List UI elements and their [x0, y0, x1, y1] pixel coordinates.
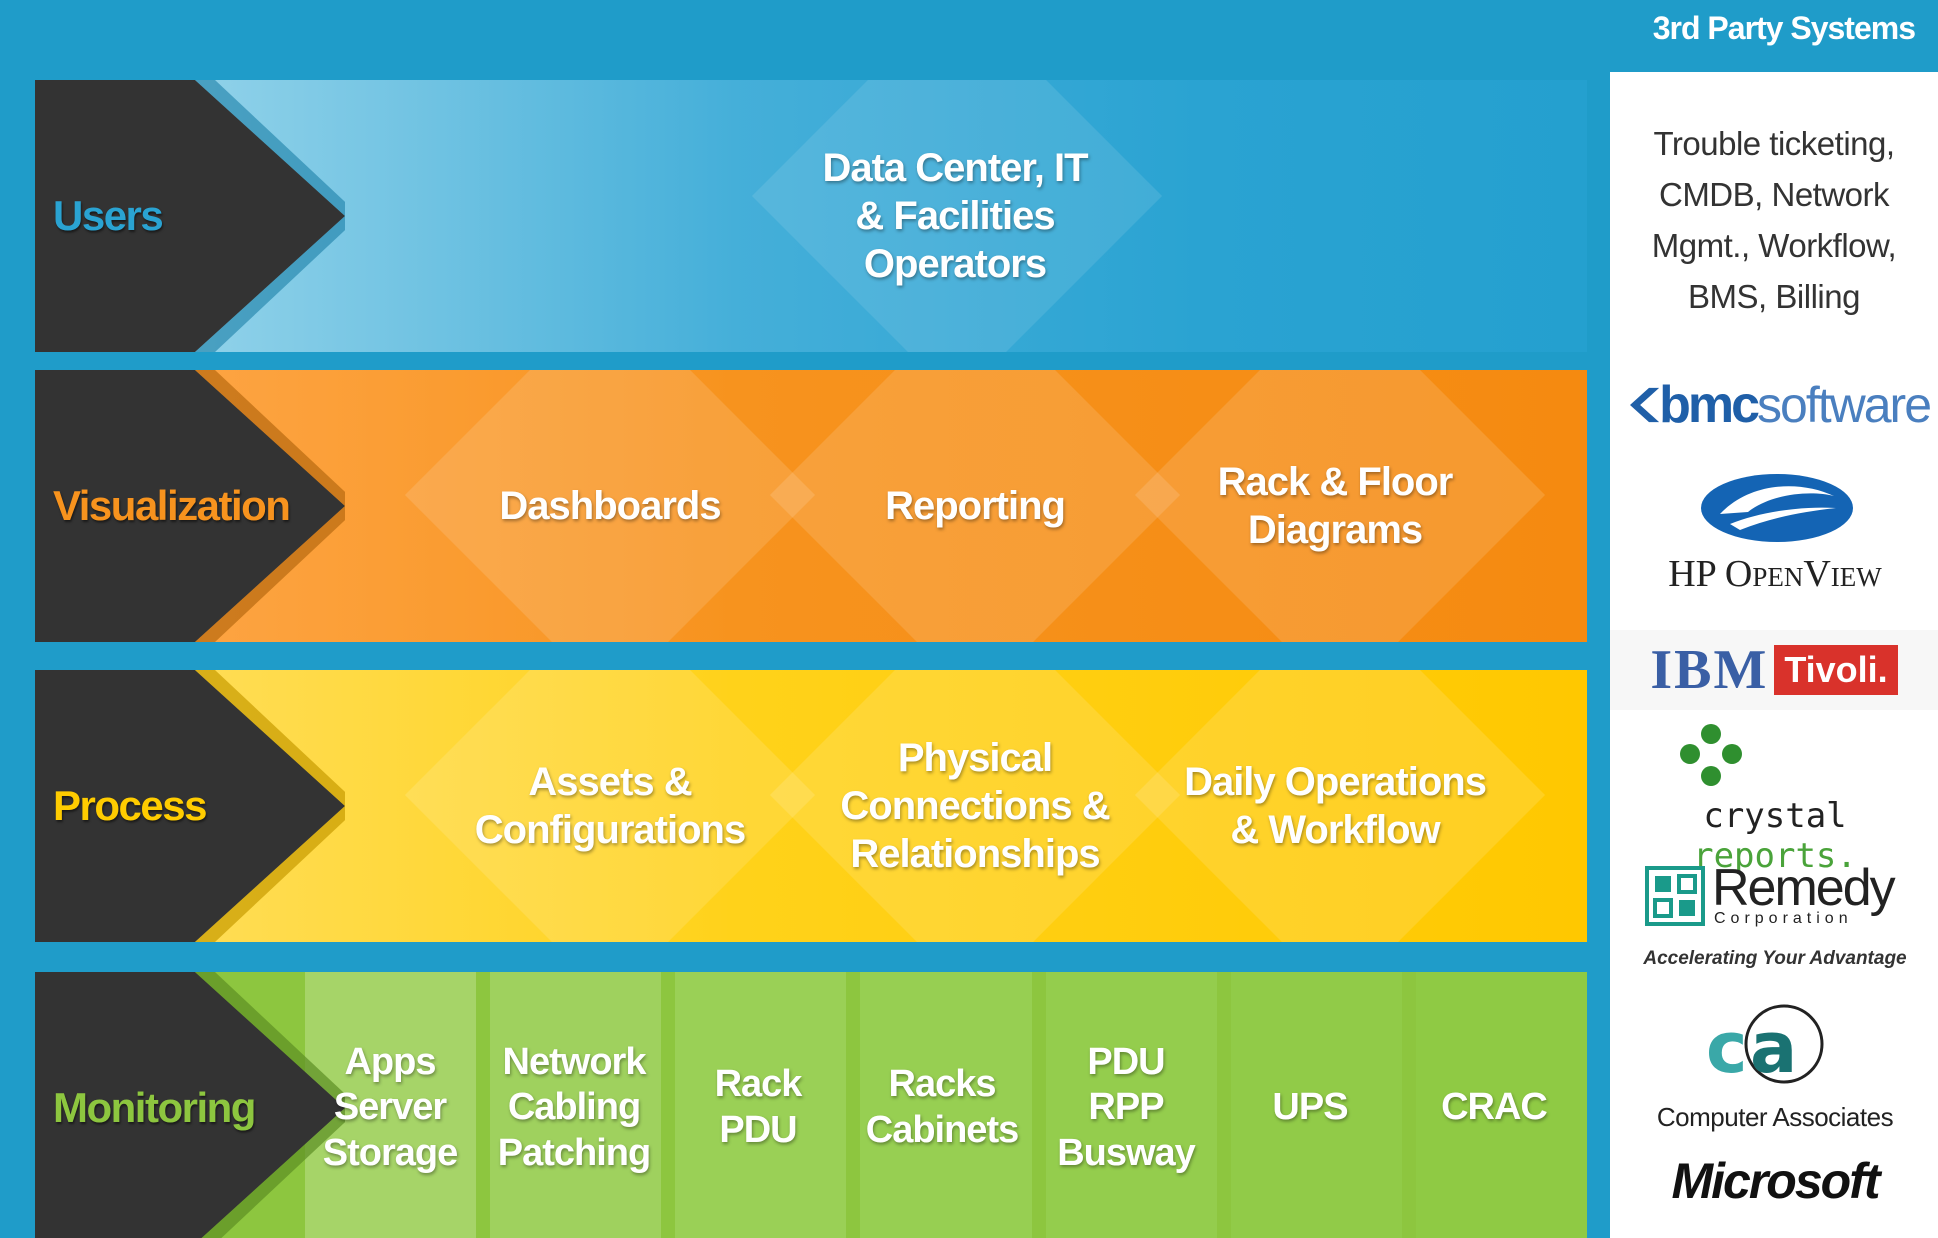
node-operators: Data Center, IT & Facilities Operators [822, 146, 1088, 286]
svg-text:c: c [1706, 1007, 1748, 1089]
hp-openview-logo-text: HP OpenView [1668, 553, 1882, 595]
reports-logo-text: reports. [1693, 836, 1857, 876]
third-party-description: Trouble ticketing, CMDB, Network Mgmt., … [1651, 125, 1897, 315]
cell-rack-pdu: Rack PDU [714, 1063, 803, 1151]
node-reporting: Reporting [885, 484, 1066, 528]
visualization-tab [35, 370, 345, 642]
remedy-mark-icon [1645, 866, 1705, 926]
ibm-logo-text: IBM [1650, 639, 1769, 701]
layer-label-monitoring: Monitoring [53, 1084, 256, 1131]
bmc-logo-prefix: bmc [1659, 376, 1760, 434]
monitoring-layer: Monitoring Apps Server Storage Network C… [35, 972, 1587, 1238]
monitoring-stripes [305, 972, 1587, 1238]
cell-racks-cabinets: Racks Cabinets [865, 1063, 1019, 1151]
remedy-logo-name: Remedy [1712, 859, 1896, 917]
layer-label-users: Users [53, 192, 164, 239]
cell-apps-server-storage: Apps Server Storage [322, 1040, 458, 1174]
users-layer: Users Data Center, IT & Facilities Opera… [35, 80, 1587, 352]
crystal-reports-icon [1680, 724, 1742, 786]
visualization-layer: Visualization Dashboards Reporting Rack … [35, 370, 1587, 642]
node-dashboards: Dashboards [499, 484, 721, 528]
node-physical-connections: Physical Connections & Relationships [840, 736, 1110, 876]
svg-text:a: a [1750, 1007, 1797, 1089]
cell-network-cabling-patching: Network Cabling Patching [497, 1040, 651, 1174]
cell-pdu-rpp-busway: PDU RPP Busway [1057, 1040, 1196, 1174]
third-party-title: 3rd Party Systems [1652, 10, 1916, 46]
cell-ups: UPS [1272, 1086, 1348, 1129]
crystal-logo-text: crystal [1703, 796, 1847, 836]
bmc-logo-suffix: software [1757, 377, 1932, 433]
remedy-logo-sub: Corporation [1714, 910, 1853, 927]
remedy-tagline: Accelerating Your Advantage [1643, 948, 1907, 969]
cell-crac: CRAC [1441, 1086, 1548, 1129]
bmc-mark-icon [1630, 387, 1660, 423]
computer-associates-logo-text: Computer Associates [1656, 1102, 1894, 1132]
layer-label-process: Process [53, 782, 207, 829]
layer-label-visualization: Visualization [53, 482, 291, 529]
process-layer: Process Assets & Configurations Physical… [35, 670, 1587, 942]
microsoft-logo-text: Microsoft [1671, 1153, 1881, 1209]
ca-logo-icon: c a [1706, 1004, 1824, 1089]
users-tab [35, 80, 345, 352]
ibm-tivoli-logo: IBM Tivoli. [1610, 630, 1938, 710]
crystal-reports-logo: crystal reports. [1612, 796, 1938, 876]
tivoli-logo-text: Tivoli. [1774, 645, 1898, 695]
hp-openview-icon [1701, 474, 1853, 542]
node-daily-operations: Daily Operations & Workflow [1184, 760, 1487, 852]
node-assets-configurations: Assets & Configurations [474, 760, 746, 852]
node-rack-floor-diagrams: Rack & Floor Diagrams [1217, 460, 1454, 552]
monitoring-tab [35, 972, 345, 1238]
process-tab [35, 670, 345, 942]
